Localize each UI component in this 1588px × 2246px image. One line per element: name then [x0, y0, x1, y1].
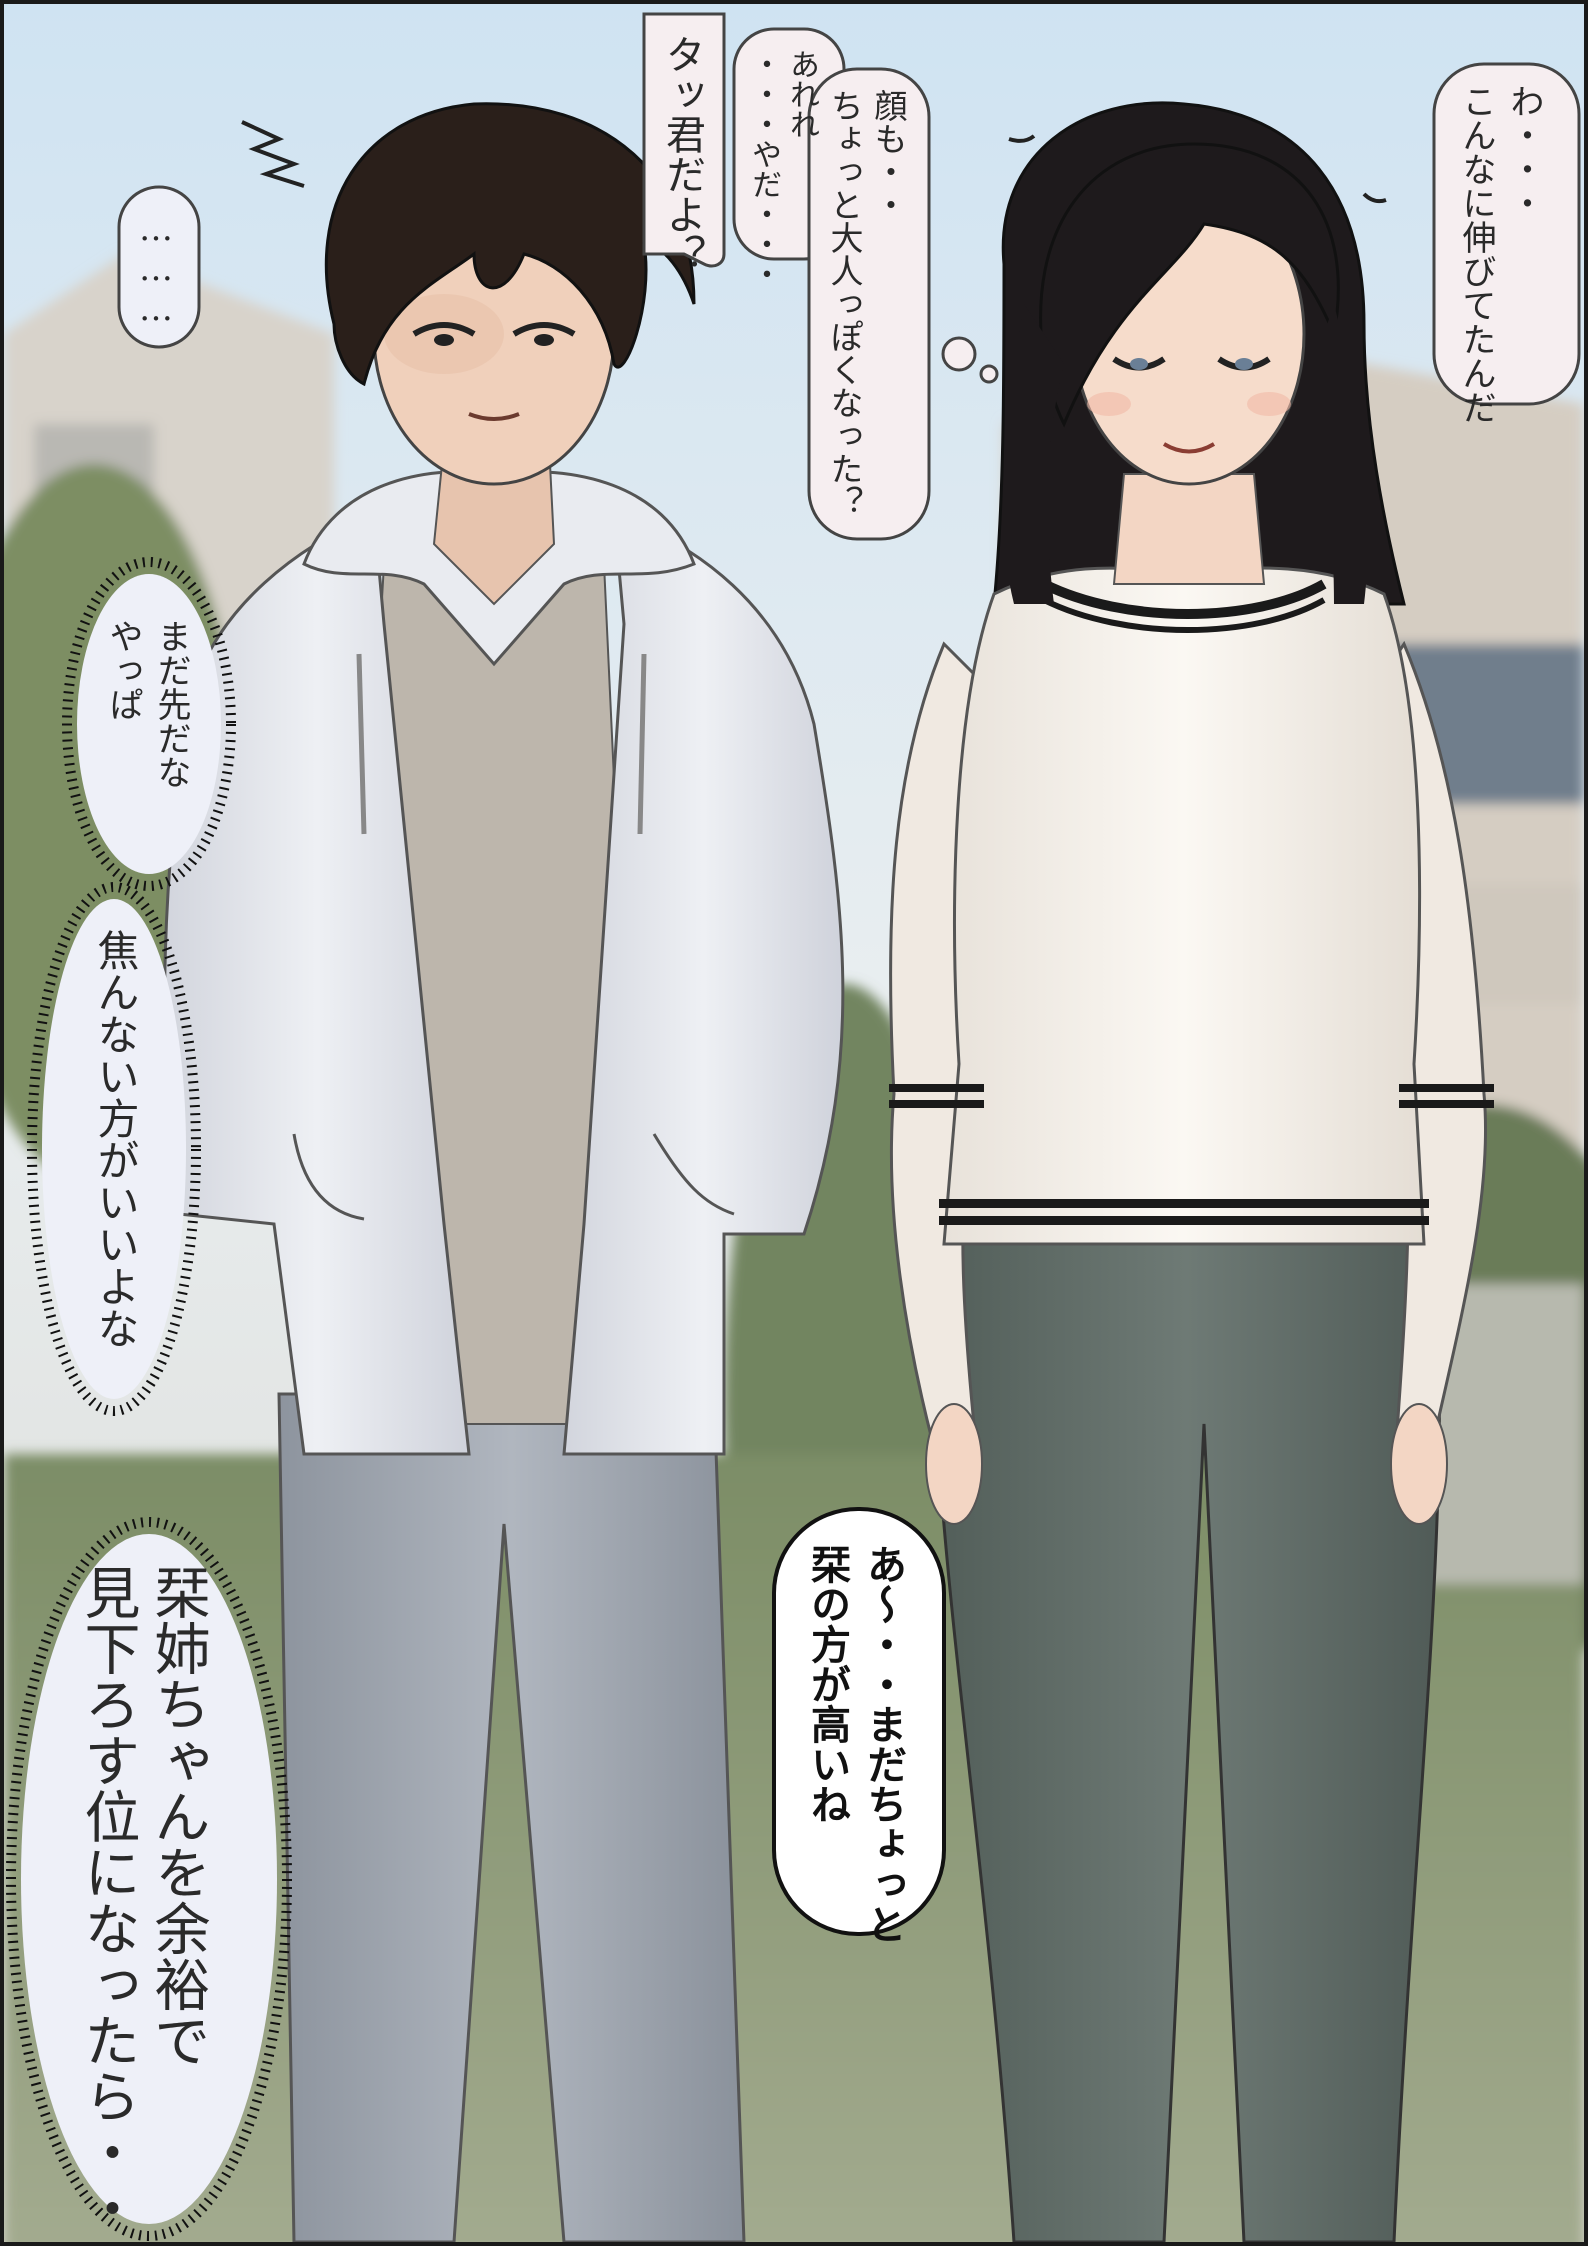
boy-character	[163, 102, 845, 2242]
bubble-ellipsis-shape	[117, 185, 201, 349]
panel-artwork	[4, 4, 1584, 2242]
bubble-wa-line1: わ・・・	[1504, 84, 1544, 220]
bubble-mioro-shape	[6, 1517, 292, 2241]
bubble-wa-line2: こんなに伸びてたんだ	[1456, 84, 1496, 424]
bubble-arere-line2: ・・・やだ・・・	[746, 49, 781, 289]
bubble-kao-text: 顔も・・ ちょっと大人っぽくなった？	[822, 89, 910, 529]
bubble-takai-shape	[772, 1507, 946, 1936]
bubble-mada-line1: まだ先だな	[151, 619, 191, 789]
speech-bubbles	[6, 12, 1581, 2241]
bubble-mada-line2: やっぱ	[103, 619, 143, 721]
bubble-takai-line2: 栞の方が高いね	[804, 1544, 850, 1824]
bubble-mada-text: まだ先だな やっぱ	[99, 619, 195, 829]
bubble-takai-text: あ～・・まだちょっと 栞の方が高いね	[799, 1544, 911, 1944]
bubble-aseranai-text: 焦んない方がいいよな	[91, 929, 140, 1349]
bubble-mioro-line1: 栞姉ちゃんを余裕で	[145, 1564, 210, 2068]
bubble-mioro-text: 栞姉ちゃんを余裕で 見下ろす位になったら・・	[72, 1564, 212, 2236]
woman-character	[889, 101, 1494, 2242]
bubble-kao-shape	[807, 67, 931, 541]
bubble-takai-line1: あ～・・まだちょっと	[860, 1544, 906, 1944]
bubble-wa-text: わ・・・ こんなに伸びてたんだ	[1452, 84, 1548, 424]
bubble-arere-line1: あれれ	[784, 49, 819, 139]
effect-marks	[241, 120, 1387, 204]
bubble-kao-line1: 顔も・・	[869, 89, 908, 221]
bubble-kao-line2: ちょっと大人っぽくなった？	[825, 89, 864, 518]
bubble-mioro-line2: 見下ろす位になったら・・	[75, 1564, 140, 2236]
bubble-wa-shape	[1432, 62, 1581, 406]
bubble-ellipsis-text: ………	[136, 209, 176, 329]
bubble-mada-shape	[62, 557, 236, 891]
bubble-taku-text: タッ君だよ？	[659, 34, 705, 274]
bubble-taku-shape	[642, 12, 726, 268]
bubble-aseranai-shape	[27, 882, 201, 1416]
bubble-arere-text: あれれ ・・・やだ・・・	[744, 49, 820, 289]
